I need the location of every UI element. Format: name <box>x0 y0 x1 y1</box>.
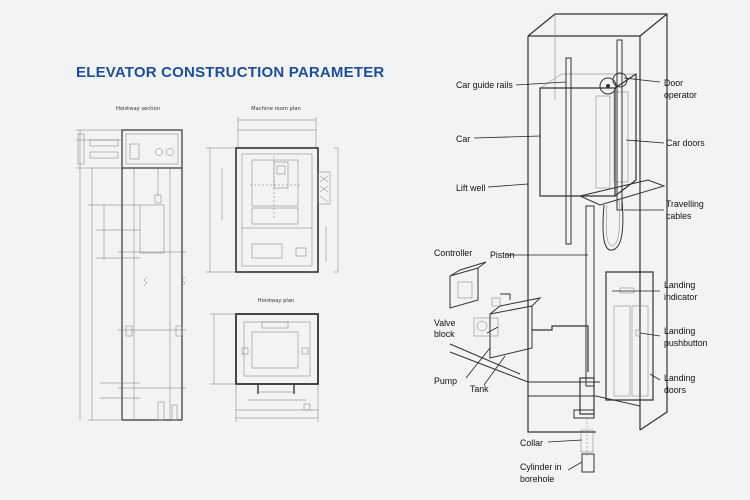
label-travelling-cables-1: Travelling <box>666 199 704 209</box>
hoistway-section-caption: Hoistway section <box>116 106 160 112</box>
label-landing-pushbutton-1: Landing <box>664 326 695 336</box>
label-door-operator-2: operator <box>664 90 697 100</box>
label-valve-block-1: Valve <box>434 318 455 328</box>
label-landing-indicator-1: Landing <box>664 280 695 290</box>
label-cylinder-2: borehole <box>520 474 554 484</box>
leader-lines <box>465 77 665 471</box>
label-collar: Collar <box>520 438 543 448</box>
label-cylinder-1: Cylinder in <box>520 462 562 472</box>
label-car-doors: Car doors <box>666 138 705 148</box>
label-car-guide-rails: Car guide rails <box>456 80 513 90</box>
label-landing-doors-1: Landing <box>664 373 695 383</box>
label-lift-well: Lift well <box>456 183 485 193</box>
label-landing-pushbutton-2: pushbutton <box>664 338 708 348</box>
label-car: Car <box>456 134 470 144</box>
machine-room-plan-caption: Machine room plan <box>251 106 301 112</box>
label-landing-doors-2: doors <box>664 385 687 395</box>
component-labels: Car guide rails Car Lift well Controller… <box>434 78 708 484</box>
hydraulic-elevator-drawing <box>449 13 668 473</box>
hoistway-plan-caption: Hoistway plan <box>258 298 295 304</box>
label-door-operator-1: Door <box>664 78 683 88</box>
label-pump: Pump <box>434 376 457 386</box>
label-valve-block-2: block <box>434 329 455 339</box>
label-controller: Controller <box>434 248 472 258</box>
label-travelling-cables-2: cables <box>666 211 692 221</box>
label-tank: Tank <box>470 384 489 394</box>
label-landing-indicator-2: indicator <box>664 292 697 302</box>
label-piston: Piston <box>490 250 515 260</box>
page-title: ELEVATOR CONSTRUCTION PARAMETER <box>76 64 385 81</box>
hoistway-plan-drawing: Hoistway plan <box>210 298 319 422</box>
machine-room-plan-drawing: Machine room plan <box>206 106 339 273</box>
hoistway-section-drawing: Hoistway section <box>76 106 186 421</box>
